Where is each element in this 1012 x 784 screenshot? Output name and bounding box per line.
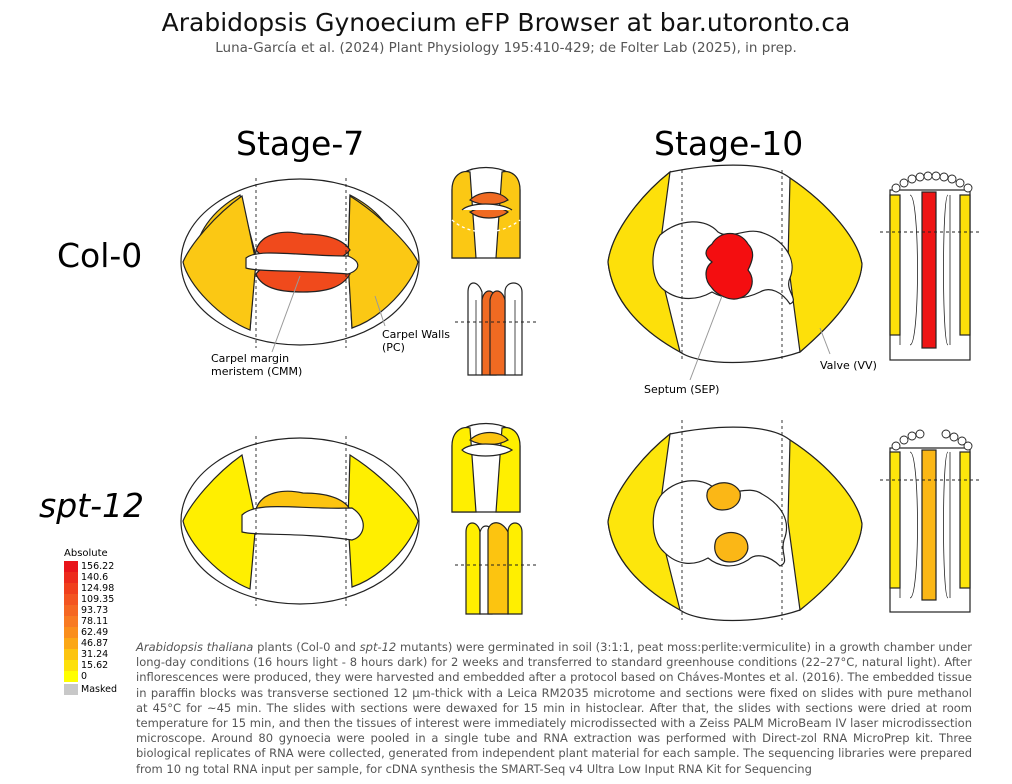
legend-title: Absolute [64,548,108,559]
col0-stage7-valve-left-fill [182,194,257,331]
col0-stage7-transverse[interactable] [180,178,420,353]
description-part2: mutants) were germinated in soil (3:1:1,… [136,640,972,776]
col0-stage7-topview[interactable] [451,166,521,259]
legend-swatch [64,671,78,682]
description-species: Arabidopsis thaliana [136,640,254,654]
page-subtitle: Luna-García et al. (2024) Plant Physiolo… [215,40,797,56]
spt12-stage10-septum-bottom[interactable] [714,531,749,563]
row-label-spt12: spt-12 [39,486,144,525]
legend-value: 124.98 [81,583,115,594]
legend-value: 140.6 [81,572,109,583]
legend-value: 93.73 [81,605,109,616]
stage-7-label: Stage-7 [236,124,365,163]
legend-swatch [64,660,78,671]
legend-value: 78.11 [81,616,109,627]
spt12-stage10-transverse[interactable] [607,420,863,622]
row-label-col0: Col-0 [57,236,143,275]
annotation-pc: Carpel Walls (PC) [382,328,451,354]
legend-swatch [64,616,78,627]
legend-swatch [64,561,78,572]
col0-stage10-transverse[interactable] [607,164,863,381]
col0-stage7-longitudinal[interactable] [455,282,538,376]
description-mutant: spt-12 [359,640,397,654]
legend-swatch [64,638,78,649]
col0-stage10-septum[interactable] [705,232,754,300]
spt12-stage7-topview[interactable] [451,422,521,513]
legend-value: 0 [81,671,88,682]
legend-swatch [64,572,78,583]
legend-entry: 124.98 [64,583,124,594]
legend-value: 156.22 [81,561,115,572]
legend-entry: 15.62 [64,660,124,671]
legend-entry: 31.24 [64,649,124,660]
legend-entry: 109.35 [64,594,124,605]
legend-value: 15.62 [81,660,109,671]
spt12-stage10-longitudinal[interactable] [880,447,980,613]
legend-value: 62.49 [81,627,109,638]
annotation-cmm: Carpel margin meristem (CMM) [211,352,303,378]
legend-entry: 62.49 [64,627,124,638]
legend-masked: Masked [64,684,124,695]
legend-value: 46.87 [81,638,109,649]
legend-value: 31.24 [81,649,109,660]
annotation-sep: Septum (SEP) [644,383,720,396]
spt12-stage7-transverse[interactable] [180,436,420,606]
legend-value: 109.35 [81,594,115,605]
stage-10-label: Stage-10 [654,124,804,163]
description-part1: plants (Col-0 and [253,640,360,654]
description-paragraph: Arabidopsis thaliana plants (Col-0 and s… [136,640,972,777]
legend-entry: 93.73 [64,605,124,616]
col0-stage10-longitudinal[interactable] [880,189,980,361]
spt12-stage10-septum-top[interactable] [706,482,741,511]
spt12-stage7-longitudinal[interactable] [455,522,538,615]
legend-masked-swatch [64,684,78,695]
legend-entry: 46.87 [64,638,124,649]
legend-masked-label: Masked [81,684,118,695]
legend-swatch [64,649,78,660]
legend-swatch [64,605,78,616]
legend-entry: 0 [64,671,124,682]
legend-swatch [64,594,78,605]
legend-entry: 140.6 [64,572,124,583]
annotation-vv: Valve (VV) [820,359,877,372]
page-title: Arabidopsis Gynoecium eFP Browser at bar… [161,8,851,37]
legend-swatch [64,627,78,638]
legend-entry: 78.11 [64,616,124,627]
legend-swatch [64,583,78,594]
legend-entry: 156.22 [64,561,124,572]
col0-stage7-valve-right-fill [347,194,419,329]
gynoecium-diagram [180,164,980,622]
col0-stage10-long-septum[interactable] [921,191,937,349]
